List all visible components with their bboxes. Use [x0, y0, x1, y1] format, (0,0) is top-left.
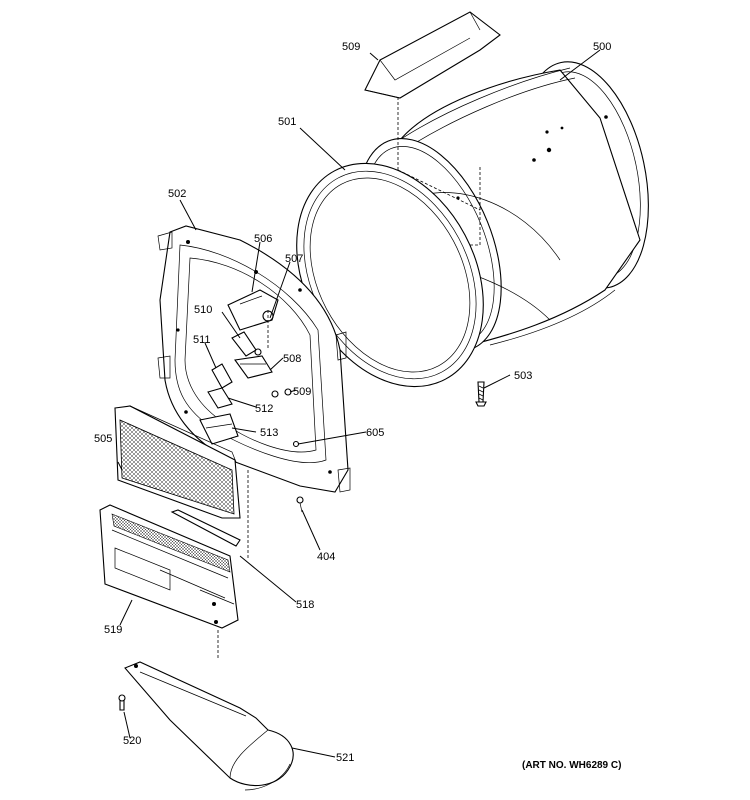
drum-seal-ring-icon [296, 162, 484, 388]
label-521-duct: 521 [336, 752, 354, 764]
duct-icon [124, 661, 294, 791]
label-509-bracket: 509 [342, 41, 360, 53]
label-605: 605 [366, 427, 384, 439]
bracket-icon [234, 355, 273, 379]
label-511: 511 [193, 334, 211, 346]
switch-icon [199, 413, 300, 448]
screw-icon [296, 496, 304, 513]
screw-icon [475, 381, 487, 407]
label-512: 512 [255, 403, 273, 415]
label-503: 503 [514, 370, 532, 382]
filter-housing-icon [99, 504, 239, 629]
label-519-housing: 519 [104, 624, 122, 636]
label-510: 510 [194, 304, 212, 316]
label-518: 518 [296, 599, 314, 611]
filter-strip-icon [170, 509, 241, 547]
label-502-bulkhead: 502 [168, 188, 186, 200]
lint-filter-icon [114, 405, 241, 519]
label-507: 507 [285, 253, 303, 265]
screw-icon [118, 694, 126, 711]
label-509-small: 509 [293, 386, 311, 398]
label-500-drum: 500 [593, 41, 611, 53]
label-513: 513 [260, 427, 278, 439]
sensor-icon [231, 331, 262, 357]
label-508: 508 [283, 353, 301, 365]
label-501-seal: 501 [278, 116, 296, 128]
art-number: (ART NO. WH6289 C) [522, 760, 621, 771]
label-505-filter: 505 [94, 433, 112, 445]
roller-icon [207, 363, 279, 409]
label-520: 520 [123, 735, 141, 747]
label-506: 506 [254, 233, 272, 245]
baffle-bracket-icon [364, 11, 501, 99]
label-404: 404 [317, 551, 335, 563]
leader-lines [117, 49, 601, 758]
